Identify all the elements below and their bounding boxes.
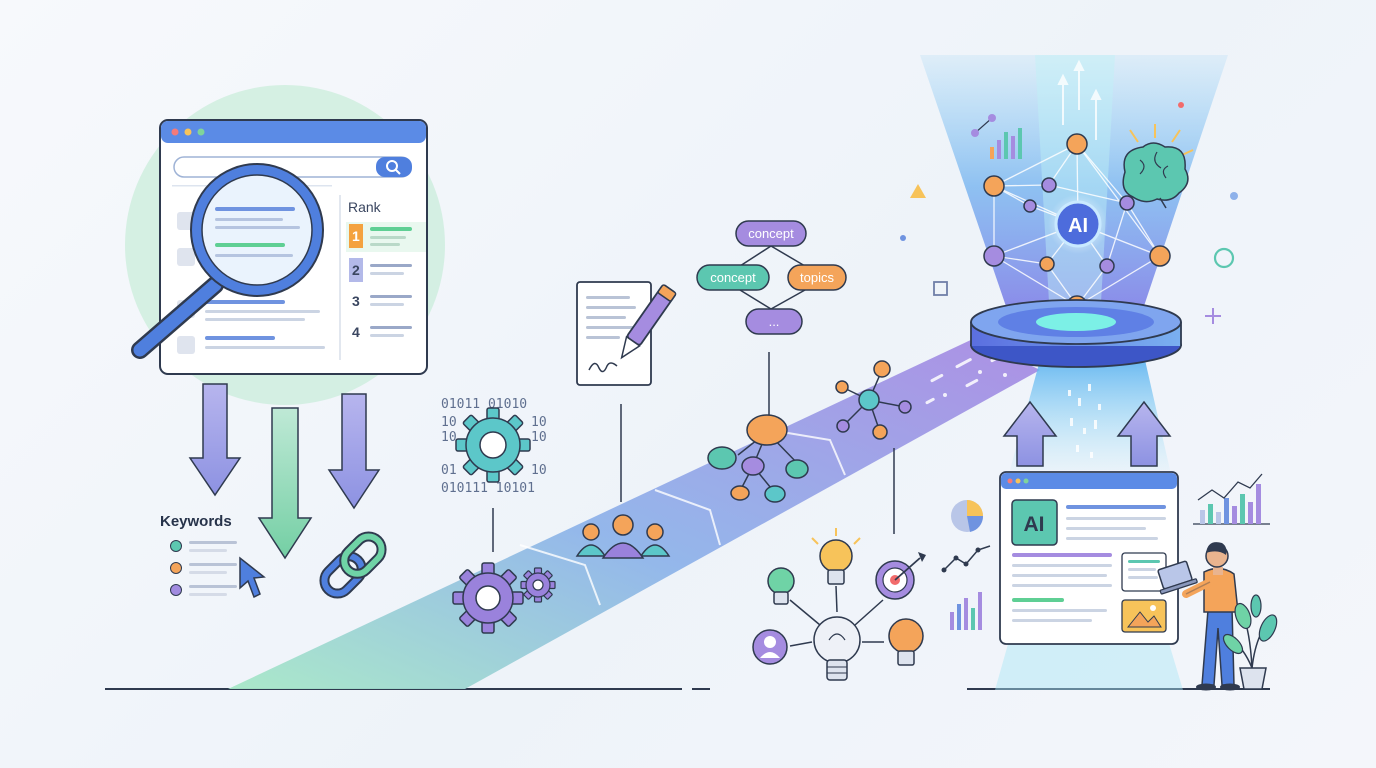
binary-line: 10 [531, 415, 547, 430]
up-arrows [1002, 400, 1172, 467]
search-panel: Rank 1 2 3 4 [125, 85, 445, 405]
topics-node-label: topics [800, 270, 834, 285]
browser-titlebar [161, 121, 426, 143]
search-icon [386, 160, 401, 175]
arrow-down-icon [327, 393, 381, 510]
team-group-icon [575, 514, 671, 559]
magnifier-icon [131, 163, 324, 359]
ai-badge-label: AI [1024, 513, 1045, 536]
ai-portal-disc [970, 299, 1182, 470]
brain-icon [1122, 124, 1194, 209]
binary-line: 01011 01010 [441, 397, 527, 412]
plant-icon [1222, 594, 1278, 690]
binary-line: 010111 10101 [441, 481, 535, 496]
binary-line: 10 [531, 430, 547, 445]
ideas-cluster [752, 528, 926, 681]
rank-number-3: 3 [352, 293, 360, 309]
arrow-down-icon [188, 383, 242, 497]
binary-data: 01011 01010 10 10 10 10 01 10 010111 101… [441, 397, 547, 496]
rank-ribbon-1 [349, 224, 363, 248]
rank-label: Rank [348, 199, 382, 215]
gear-icon [452, 562, 524, 634]
person-with-laptop [1157, 542, 1240, 691]
laptop-icon [1157, 560, 1198, 595]
pen-icon [620, 284, 677, 360]
decorative-shapes [900, 102, 1238, 324]
ellipsis-node [745, 308, 803, 335]
ai-core-label: AI [1068, 215, 1088, 237]
rank-number-1: 1 [352, 228, 360, 244]
concept-node-label: concept [710, 270, 756, 285]
search-button[interactable] [376, 157, 412, 177]
ai-neural-network: AI [983, 133, 1171, 317]
target-icon [875, 552, 926, 600]
network-nodes-icon [835, 360, 912, 440]
concept-node-label: concept [748, 226, 794, 241]
pie-chart-icon [951, 500, 984, 532]
keywords-block: Keywords [160, 513, 266, 599]
user-avatar-icon [752, 629, 788, 665]
ai-content-page: AI [995, 471, 1183, 690]
ellipsis-node-label: ... [769, 314, 780, 329]
binary-line: 10 [531, 463, 547, 478]
gear-icon [520, 567, 556, 603]
arrow-up-icon [1002, 400, 1058, 467]
ai-badge [1011, 499, 1058, 546]
rank-ribbon-2 [349, 258, 363, 282]
discussion-cluster-icon [707, 414, 809, 503]
document-icon [576, 281, 652, 386]
image-placeholder-icon [1121, 599, 1167, 633]
rank-number-4: 4 [352, 324, 360, 340]
cursor-icon [239, 556, 266, 599]
keywords-label: Keywords [160, 513, 232, 530]
binary-line: 10 [441, 415, 457, 430]
arrow-down-icon [257, 407, 313, 560]
link-chain-icon [319, 531, 387, 599]
topics-node [787, 264, 847, 291]
concept-node [696, 264, 770, 291]
concept-map: concept concept topics ... [696, 220, 847, 335]
binary-line: 10 [441, 430, 457, 445]
lightbulb-icon [813, 616, 861, 681]
bar-chart-icon [950, 592, 982, 630]
lightbulb-icon [767, 567, 795, 605]
line-chart-icon [941, 545, 991, 573]
mini-chart-icon [971, 114, 1022, 159]
gear-icon [455, 407, 531, 483]
growth-chart-icon [1193, 473, 1270, 525]
rank-number-2: 2 [352, 262, 360, 278]
ai-core-node [1054, 200, 1102, 248]
lightbulb-icon [888, 618, 924, 666]
concept-node [735, 220, 807, 247]
arrow-up-icon [1116, 400, 1172, 467]
down-arrows [188, 383, 381, 560]
lightbulb-icon [811, 528, 861, 585]
binary-line: 01 [441, 463, 457, 478]
